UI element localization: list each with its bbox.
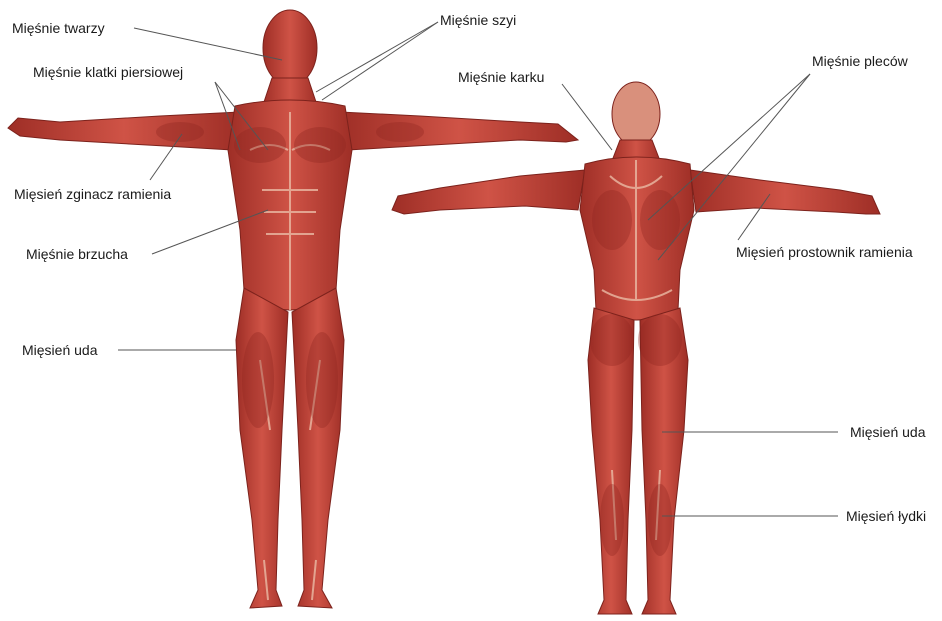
leader-neck-2 [322,22,438,100]
back-left-arm [392,170,585,214]
leader-lines [118,22,838,516]
label-chest: Mięśnie klatki piersiowej [33,64,183,80]
label-face: Mięśnie twarzy [12,20,105,36]
label-nape: Mięśnie karku [458,69,544,85]
front-figure [8,10,578,608]
label-neck: Mięśnie szyi [440,12,516,28]
back-right-arm [690,170,880,214]
leader-neck-1 [316,22,438,92]
front-right-arm [340,112,578,150]
label-calf: Mięsień łydki [846,508,926,524]
back-head [612,82,660,146]
label-thigh-front: Mięsień uda [22,342,98,358]
front-left-arm [8,112,240,150]
label-biceps: Mięsień zginacz ramienia [14,186,171,202]
label-back: Mięśnie pleców [812,53,908,69]
leader-face [134,28,282,60]
label-triceps: Mięsień prostownik ramienia [736,244,913,260]
label-abdomen: Mięśnie brzucha [26,246,128,262]
front-head [263,10,317,86]
label-thigh-back: Mięsień uda [850,424,926,440]
